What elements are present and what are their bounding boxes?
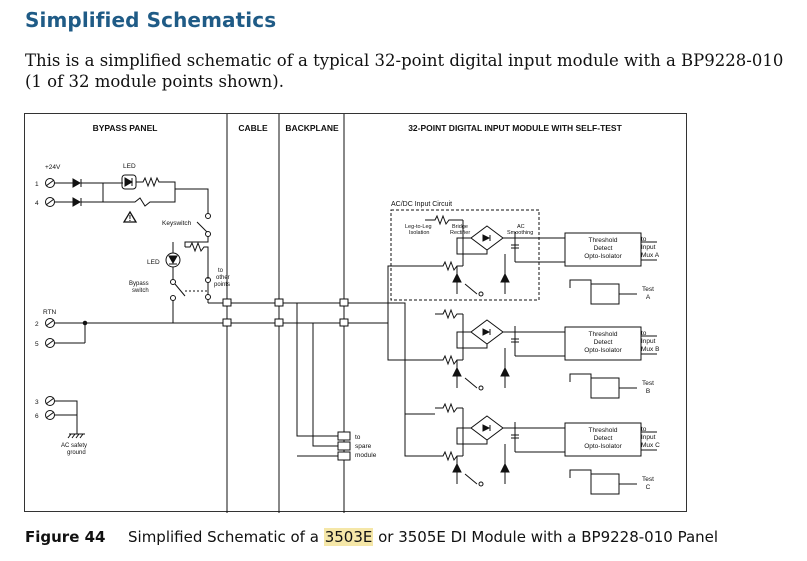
terminal-2 — [45, 318, 55, 328]
intro-paragraph: This is a simplified schematic of a typi… — [25, 51, 784, 91]
warning-icon: ! — [122, 210, 138, 223]
label-led-top: LED — [123, 163, 136, 170]
caption-text-start: Simplified Schematic of a — [128, 528, 324, 546]
test-block-a — [590, 283, 620, 305]
figure-caption: Figure 44 Simplified Schematic of a 3503E… — [25, 528, 795, 546]
channel-b-circuit — [435, 308, 565, 391]
bypass-switch — [170, 279, 186, 301]
label-led-mid: LED — [147, 259, 160, 266]
header-backplane: BACKPLANE — [285, 123, 339, 133]
terminal-6 — [45, 410, 55, 420]
spare-module-connectors — [337, 431, 351, 461]
threshold-detect-block-a — [564, 232, 642, 267]
terminal-1 — [45, 178, 103, 188]
label-terminal-1: 1 — [35, 181, 39, 188]
connectors-cable — [222, 298, 349, 327]
keyswitch — [196, 213, 211, 237]
led-indicator-mid — [165, 252, 181, 268]
label-plus24v: +24V — [45, 164, 61, 171]
label-terminal-2: 2 — [35, 321, 39, 328]
label-terminal-4: 4 — [35, 200, 39, 207]
caption-text-end: or 3505E DI Module with a BP9228-010 Pan… — [373, 528, 719, 546]
header-module: 32-POINT DIGITAL INPUT MODULE WITH SELF-… — [408, 123, 622, 133]
schematic-diagram: BYPASS PANEL CABLE BACKPLANE 32-POINT DI… — [35, 114, 660, 513]
label-terminal-3: 3 — [35, 399, 39, 406]
led-indicator-top — [121, 174, 137, 190]
label-terminal-6: 6 — [35, 413, 39, 420]
header-cable: CABLE — [238, 123, 268, 133]
svg-text:!: ! — [129, 214, 132, 223]
terminal-5 — [45, 338, 55, 348]
acdc-input-circuit-box — [390, 209, 540, 301]
terminal-3 — [45, 396, 55, 406]
threshold-detect-block-b — [564, 326, 642, 361]
label-terminal-5: 5 — [35, 341, 39, 348]
schematic-figure: BYPASS PANEL CABLE BACKPLANE 32-POINT DI… — [24, 113, 687, 513]
ground-icon — [67, 433, 85, 439]
page-heading: Simplified Schematics — [25, 8, 277, 32]
label-rtn: RTN — [43, 309, 57, 316]
caption-highlight: 3503E — [323, 528, 374, 546]
test-block-b — [590, 377, 620, 399]
label-keyswitch: Keyswitch — [162, 220, 192, 227]
terminal-4 — [45, 197, 103, 207]
figure-label: Figure 44 — [25, 528, 106, 546]
threshold-detect-block-c — [564, 422, 642, 457]
label-acdc-input-circuit: AC/DC Input Circuit — [391, 201, 452, 208]
header-bypass-panel: BYPASS PANEL — [93, 123, 158, 133]
channel-c-circuit — [435, 402, 565, 487]
test-block-c — [590, 473, 620, 495]
channel-a-circuit — [425, 214, 565, 297]
